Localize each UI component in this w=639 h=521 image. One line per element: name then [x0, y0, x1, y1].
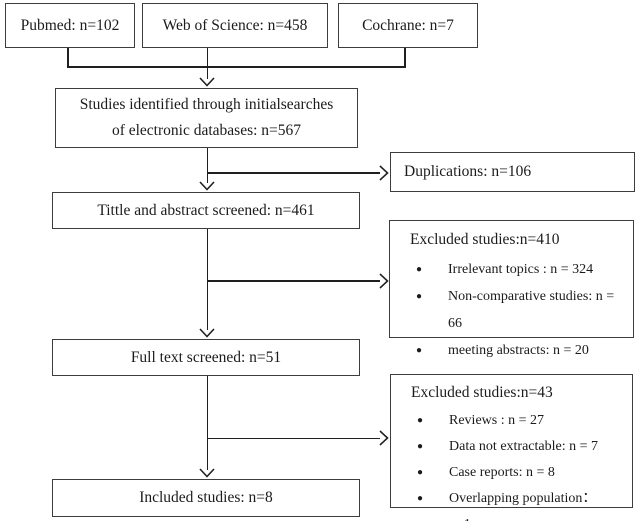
arrow-down-icon [199, 77, 215, 87]
bullet-icon: ● [416, 345, 423, 356]
excluded2-item: ●Overlapping population： n=1 [411, 486, 620, 521]
bullet-icon: ● [417, 415, 424, 426]
duplications-label: Duplications: n=106 [404, 163, 532, 181]
studies-identified-line1: Studies identified through initialsearch… [79, 96, 334, 113]
excluded1-item: ●Non-comparative studies: n = 66 [410, 283, 621, 337]
excluded1-title: Excluded studies:n=410 [410, 231, 560, 248]
full-text-label: Full text screened: n=51 [130, 348, 282, 366]
connector-cochrane-stub [404, 48, 406, 67]
arrow-down-icon [199, 328, 215, 338]
arrow-right-icon [379, 430, 389, 446]
box-excluded-full-text: Excluded studies:n=43 ●Reviews : n = 27 … [390, 374, 633, 521]
connector-full-text-down [206, 376, 208, 470]
box-included-studies: Included studies: n=8 [52, 479, 360, 517]
excluded2-title: Excluded studies:n=43 [411, 384, 553, 401]
title-abstract-label: Tittle and abstract screened: n=461 [97, 201, 315, 219]
excluded2-item: ●Reviews : n = 27 [411, 408, 620, 434]
box-pubmed: Pubmed: n=102 [5, 3, 135, 48]
excluded2-item: ●Data not extractable: n = 7 [411, 434, 620, 460]
arrow-down-icon [199, 468, 215, 478]
connector-excluded2-branch [206, 437, 380, 439]
connector-pubmed-stub [67, 48, 69, 67]
box-web-of-science-label: Web of Science: n=458 [162, 16, 308, 34]
box-title-abstract-screened: Tittle and abstract screened: n=461 [52, 192, 360, 229]
excluded2-list: ●Reviews : n = 27 ●Data not extractable:… [411, 408, 620, 521]
connector-duplications-branch [206, 172, 380, 174]
box-pubmed-label: Pubmed: n=102 [20, 16, 120, 34]
box-full-text-screened: Full text screened: n=51 [52, 339, 360, 376]
bullet-icon: ● [417, 493, 424, 504]
bullet-icon: ● [417, 467, 424, 478]
box-cochrane-label: Cochrane: n=7 [362, 16, 454, 34]
bullet-icon: ● [416, 291, 423, 302]
box-studies-identified: Studies identified through initialsearch… [55, 88, 358, 148]
connector-excluded1-branch [206, 280, 380, 282]
studies-identified-line2: of electronic databases: n=567 [111, 122, 302, 139]
excluded1-list: ●Irrelevant topics : n = 324 ●Non-compar… [410, 256, 621, 364]
connector-identified-down [206, 148, 208, 183]
arrow-right-icon [379, 273, 389, 289]
box-duplications: Duplications: n=106 [390, 152, 635, 192]
bullet-icon: ● [416, 264, 423, 275]
box-excluded-title-abstract: Excluded studies:n=410 ●Irrelevant topic… [389, 220, 634, 358]
connector-top-horizontal [67, 66, 406, 68]
excluded2-item: ●Case reports: n = 8 [411, 460, 620, 486]
arrow-down-icon [199, 181, 215, 191]
connector-title-abstract-down [206, 229, 208, 330]
excluded1-item: ●meeting abstracts: n = 20 [410, 337, 621, 364]
excluded1-item: ●Irrelevant topics : n = 324 [410, 256, 621, 283]
connector-top-vertical [206, 48, 208, 79]
bullet-icon: ● [417, 441, 424, 452]
included-label: Included studies: n=8 [139, 489, 273, 507]
arrow-right-icon [379, 165, 389, 181]
box-web-of-science: Web of Science: n=458 [142, 3, 328, 48]
box-cochrane: Cochrane: n=7 [338, 3, 478, 48]
